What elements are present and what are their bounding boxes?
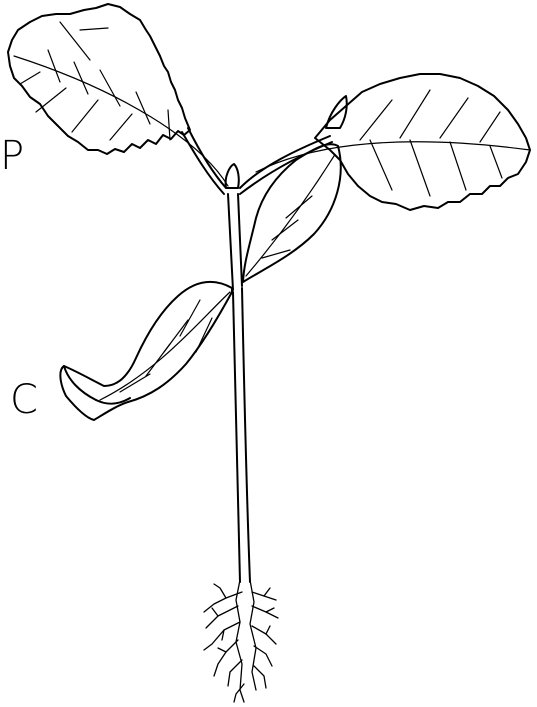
cotyledon-label: C	[10, 377, 38, 423]
apical-region	[182, 128, 332, 194]
hypocotyl-stem	[233, 288, 250, 582]
bud-sheath	[326, 96, 347, 128]
right-primary-leaf	[256, 74, 530, 210]
epicotyl-stem	[228, 194, 242, 290]
root-system	[204, 580, 278, 702]
left-cotyledon	[60, 282, 232, 420]
primary-leaf-label: P	[0, 133, 24, 179]
right-cotyledon	[243, 144, 341, 282]
left-primary-leaf	[8, 4, 228, 186]
